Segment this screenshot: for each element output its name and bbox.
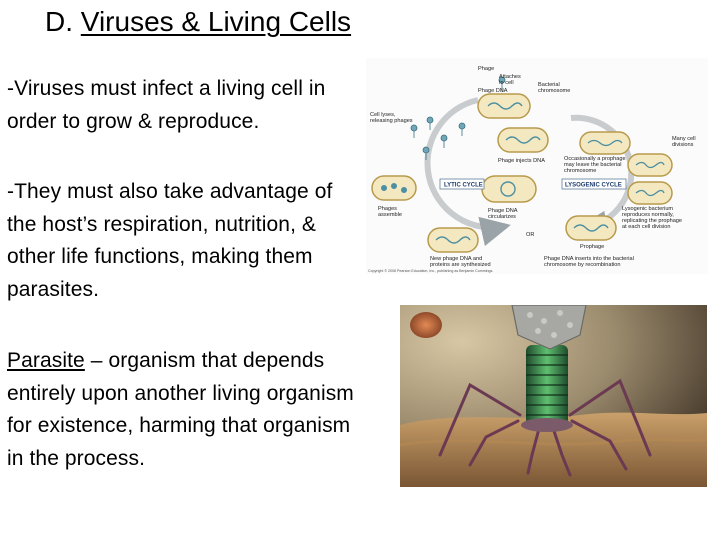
label-may-leave: may leave the bacterial [564, 162, 622, 168]
floating-particle [410, 312, 442, 338]
bacterium-center [481, 175, 537, 203]
label-phage-dna: Phage DNA [478, 88, 508, 94]
label-reproduces: reproduces normally, [622, 212, 674, 218]
bacterium-right-top [627, 153, 673, 177]
label-chromosome2: chromosome [564, 168, 596, 174]
baseplate [521, 418, 573, 432]
paragraph-host-functions: -They must also take advantage of the ho… [7, 180, 333, 301]
label-to-cell: to cell [499, 80, 514, 86]
bacterium-lower-right [579, 131, 631, 155]
svg-text:LYTIC CYCLE: LYTIC CYCLE [444, 183, 483, 189]
definition-text: – organism that depends entirely upon an… [7, 349, 354, 470]
label-lysogenic-bacterium: Lysogenic bacterium [622, 206, 673, 212]
label-divisions: divisions [672, 142, 694, 148]
label-by-recombination: chromosome by recombination [544, 262, 620, 268]
bacterium-inject [497, 127, 549, 153]
svg-text:LYSOGENIC CYCLE: LYSOGENIC CYCLE [565, 183, 622, 189]
paragraph-parasite-definition: Parasite – organism that depends entirel… [7, 345, 357, 475]
label-inserts: Phage DNA inserts into the bacterial [544, 256, 634, 262]
phage-tail-fibers [438, 378, 652, 477]
lytic-cycle-arrow [424, 97, 511, 247]
phage-particles [410, 76, 506, 160]
slide-title: D. Viruses & Living Cells [45, 4, 351, 40]
label-releasing: releasing phages [370, 118, 413, 124]
label-assemble: assemble [378, 212, 402, 218]
label-attaches: Attaches [499, 74, 521, 80]
bacteriophage-illustration [400, 305, 707, 487]
label-many-cell: Many cell [672, 136, 696, 142]
lysogenic-cycle-box: LYSOGENIC CYCLE [561, 178, 627, 190]
cell-surface [400, 412, 707, 487]
bacterium-bottom-left [427, 227, 479, 253]
label-prophage: Prophage [580, 244, 604, 250]
label-phage-dna2: Phage DNA [488, 208, 518, 214]
lytic-cycle-box: LYTIC CYCLE [439, 178, 485, 190]
label-proteins: proteins are synthesized [430, 262, 491, 268]
bacterium-left [371, 175, 417, 201]
label-new-phage-dna: New phage DNA and [430, 256, 482, 262]
label-each-division: at each cell division [622, 224, 671, 230]
label-or: OR [526, 232, 534, 238]
label-phages: Phages [378, 206, 397, 212]
bacterium-top [477, 93, 531, 119]
label-phage: Phage [478, 66, 494, 72]
label-occasionally: Occasionally a prophage [564, 156, 626, 162]
title-prefix: D. [45, 6, 81, 37]
diagram-labels: Phage Attaches to cell Phage DNA Bacteri… [370, 66, 696, 268]
label-cell-lyses: Cell lyses, [370, 112, 396, 118]
bacterium-right-bottom [627, 181, 673, 205]
paragraph-infection: -Viruses must infect a living cell in or… [7, 77, 326, 133]
copyright-text: Copyright © 2008 Pearson Education, Inc.… [368, 269, 493, 273]
label-bacterial: Bacterial [538, 82, 560, 88]
title-text: Viruses & Living Cells [80, 6, 352, 37]
label-injects: Phage injects DNA [498, 158, 545, 164]
phage-cycle-diagram: Phage Attaches to cell Phage DNA Bacteri… [366, 58, 708, 274]
label-replicating: replicating the prophage [622, 218, 682, 224]
definition-term: Parasite [7, 349, 85, 372]
label-circularizes: circularizes [488, 214, 516, 220]
bacterium-prophage [565, 215, 617, 241]
label-chromosome: chromosome [538, 88, 570, 94]
